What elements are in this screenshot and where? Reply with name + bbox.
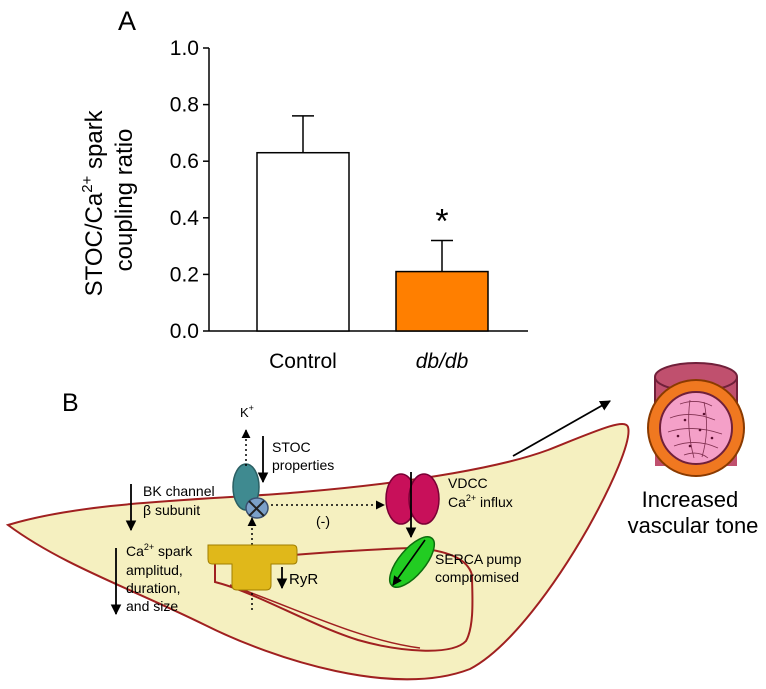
beta-subunit-cross-icon-2 [248,500,265,517]
k-ion-label: K+ [240,403,254,420]
bk-channel-label: BK channel β subunit [143,483,219,518]
y-axis-label: STOC/Ca2+ spark coupling ratio [79,104,138,297]
cell-diagram: (-) K+ STOC properties BK channel β subu… [5,400,630,681]
bar-chart: STOC/Ca2+ spark coupling ratio 0.0 0.2 0.4… [79,37,528,373]
outcome-arrow [512,400,611,457]
ryr-icon [207,544,298,591]
sarcoplasmic-reticulum [214,546,474,652]
stoc-label: STOC properties [272,439,334,473]
y-tick-label: 1.0 [170,37,199,60]
smooth-muscle-cell [5,423,630,681]
x-tick-label: db/db [416,350,469,373]
y-tick-label: 0.6 [170,150,199,173]
outcome-label: Increased vascular tone [628,487,759,538]
panel-label-b: B [62,389,79,417]
y-axis-label-line2: coupling ratio [111,129,138,272]
bar-db-db [395,270,489,332]
y-axis-label-line1: STOC/Ca2+ spark [79,109,108,296]
y-tick-label: 0.0 [170,320,199,343]
inhibition-label: (-) [316,513,330,529]
ca-spark-label: Ca2+ spark amplitud, duration, and size [126,542,196,614]
x-tick-label: Control [269,350,337,373]
serca-arrow [392,539,426,586]
y-tick-label: 0.8 [170,94,199,117]
blood-vessel-icon [647,362,745,477]
y-tick-label: 0.4 [170,207,200,230]
ryr-label: RyR [289,571,318,588]
significance-marker: * [435,202,448,240]
vdcc-subunit-right-icon [408,473,440,525]
serca-label: SERCA pump compromised [435,551,525,585]
bar-control [256,151,350,332]
y-tick-label: 0.2 [170,263,199,286]
panel-label-a: A [118,6,136,36]
vdcc-label: VDCC Ca2+ influx [448,475,513,510]
sarcoplasmic-reticulum-branch [229,584,421,649]
y-axis-label-superscript: 2+ [79,175,96,192]
